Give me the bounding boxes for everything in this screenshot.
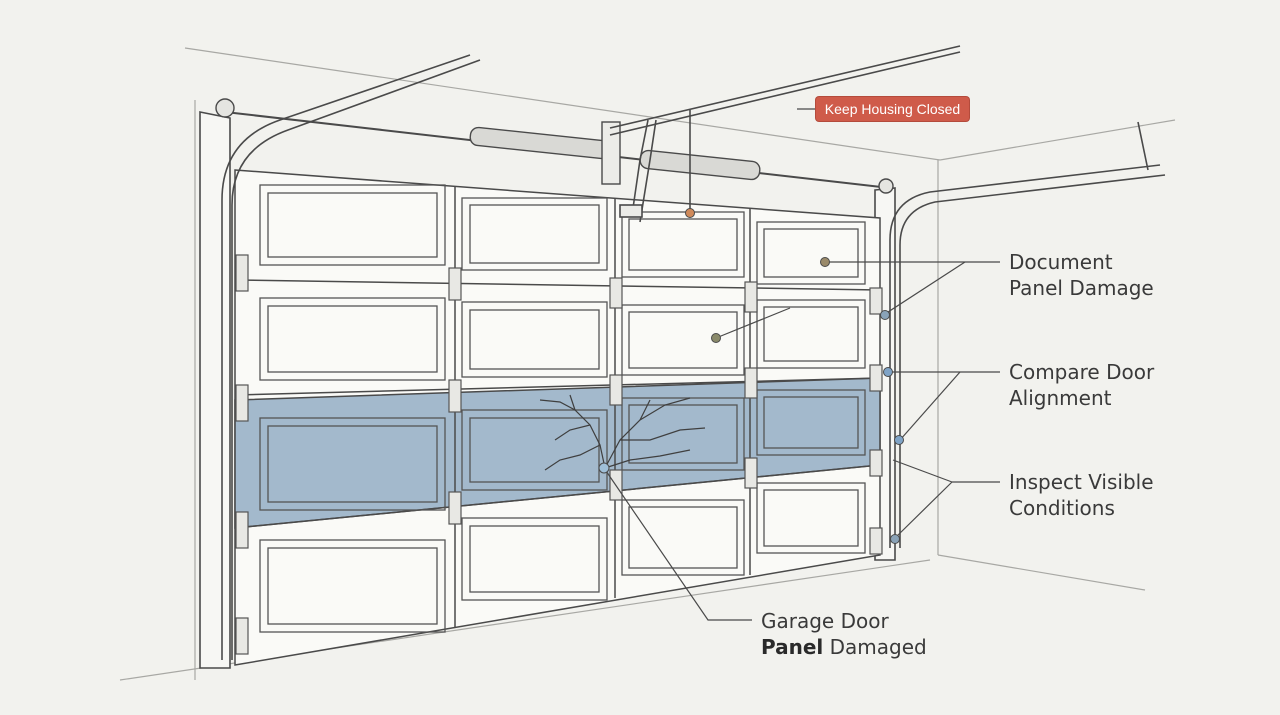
conditions-dot	[890, 534, 900, 544]
damage-dot	[598, 462, 610, 474]
callout-compare-alignment-line1: Compare Door	[1009, 360, 1155, 384]
callout-panel-damaged-rest: Damaged	[823, 635, 927, 659]
opener-rail	[609, 45, 961, 223]
callout-panel-damaged-bold: Panel	[761, 635, 824, 659]
left-spring	[469, 126, 611, 160]
document-dot-2	[711, 333, 721, 343]
door-tracks	[221, 54, 1166, 660]
callout-compare-alignment-line2: Alignment	[1009, 386, 1112, 410]
panel-crack	[539, 394, 706, 471]
callout-leaders	[603, 108, 1000, 621]
callout-compare-alignment: Compare Door Alignment	[1009, 359, 1154, 411]
door-panels	[259, 184, 866, 633]
track-dot-1	[880, 310, 890, 320]
callout-inspect-conditions-line1: Inspect Visible	[1009, 470, 1154, 494]
alignment-dot	[883, 367, 893, 377]
callout-panel-damaged-line1: Garage Door	[761, 609, 889, 633]
callout-dots	[598, 208, 904, 544]
callout-document-damage-line1: Document	[1009, 250, 1113, 274]
callout-panel-damaged-line2: Panel Damaged	[761, 634, 927, 660]
callout-inspect-conditions-line2: Conditions	[1009, 496, 1115, 520]
document-dot	[820, 257, 830, 267]
callout-document-damage: Document Panel Damage	[1009, 249, 1154, 301]
hinges	[235, 254, 883, 655]
alignment-dot-2	[894, 435, 904, 445]
callout-document-damage-line2: Panel Damage	[1009, 276, 1154, 300]
housing-dot	[685, 208, 695, 218]
callout-panel-damaged: Garage Door Panel Damaged	[761, 608, 927, 660]
right-spring	[639, 149, 761, 181]
torsion-spring-assembly	[215, 98, 894, 194]
callout-inspect-conditions: Inspect Visible Conditions	[1009, 469, 1154, 521]
warning-label: Keep Housing Closed	[816, 97, 969, 121]
